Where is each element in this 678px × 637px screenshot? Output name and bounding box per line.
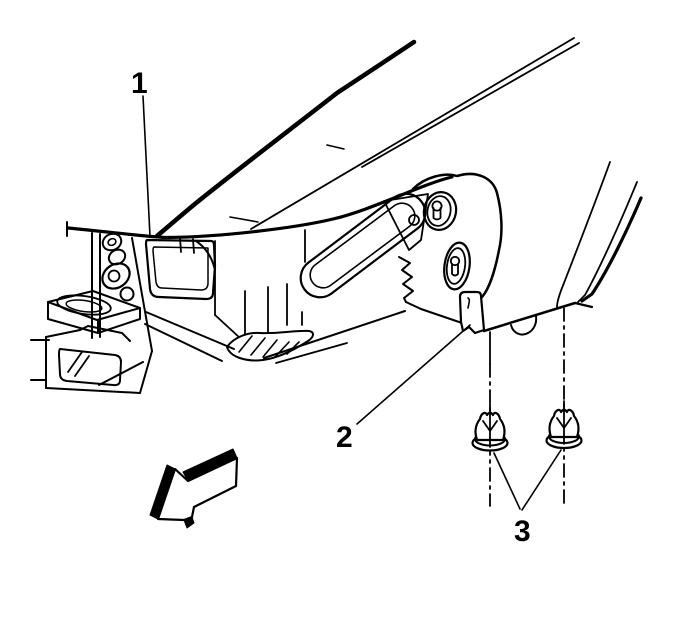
box-hatch-2 (74, 355, 90, 377)
support-opening-outer (144, 238, 217, 301)
bracket-outline (411, 172, 503, 299)
boss-2-inner (445, 247, 467, 285)
callout-2-leader (356, 324, 471, 425)
pillar-grommet-hole (107, 269, 121, 283)
box-face-right (139, 350, 153, 394)
arch-front-line (556, 161, 611, 308)
band-hole-arc (510, 315, 538, 336)
lower-band (482, 301, 577, 336)
band-edge-line (482, 301, 577, 333)
panel-facet (383, 193, 429, 251)
support-opening-inner (152, 246, 209, 291)
ramp-top-line (145, 311, 235, 350)
lower-rail-line-2 (275, 342, 348, 364)
callout-1: 1 (131, 67, 151, 237)
callout-1-leader (142, 95, 151, 237)
keyhole-1-slot (432, 207, 442, 221)
boss-1-inner (426, 195, 452, 227)
pocket-hatching (238, 335, 300, 358)
fender-corner-line (573, 301, 594, 309)
panel-hole (408, 214, 420, 226)
hood-edge-line (154, 39, 417, 239)
box-neck (47, 301, 141, 334)
fender-bottom-line (66, 175, 454, 240)
box-cutout (58, 348, 122, 387)
lower-rail-line (263, 310, 406, 359)
panel-bottom-edge (405, 301, 463, 324)
radiator-support (91, 192, 427, 386)
arch-mid-line (577, 181, 638, 303)
support-seam-1 (179, 237, 182, 253)
bolt-left (471, 403, 509, 452)
keyhole-1-circle (431, 200, 443, 212)
box-face-top (45, 325, 131, 342)
callout-3-label: 3 (514, 515, 531, 548)
tab-mark (467, 297, 471, 309)
support-corner-arc (195, 240, 216, 271)
callout-3-leader-left (493, 452, 521, 510)
keyhole-2-slot (451, 263, 459, 277)
fastener-centerlines (489, 307, 565, 507)
headlamp-panel (383, 193, 463, 324)
ramp-mid-line (144, 323, 223, 362)
hood-reflection-line-1 (229, 216, 259, 223)
tab-outline (458, 290, 486, 335)
arch-lip-line (580, 196, 643, 303)
hood-gap-upper-line (250, 37, 575, 230)
bolt-right (545, 400, 583, 450)
lamp-opening-inner (309, 202, 416, 289)
panel-jagged-edge (398, 256, 414, 303)
boss-1-outer (422, 191, 458, 231)
callout-2-label: 2 (336, 421, 353, 454)
retainer-tab (458, 290, 486, 335)
box-hatch-1 (67, 351, 83, 373)
pillar-grommet (101, 262, 131, 290)
front-direction-arrow-icon (149, 448, 239, 529)
wheel-arch (556, 161, 643, 309)
box-face-bottom (45, 387, 141, 394)
callout-3: 3 (493, 449, 562, 548)
support-seam-2 (192, 238, 195, 254)
hood-gap-lower-line (361, 42, 580, 168)
pillar-small-hole (119, 286, 135, 302)
box-tray-top (47, 290, 141, 321)
ribbed-pocket (226, 329, 314, 362)
pillar-right-line (131, 237, 153, 352)
lower-frame-box (30, 290, 153, 394)
callout-1-label: 1 (131, 67, 148, 100)
arrow-head-band (149, 464, 176, 520)
pillar-ring-hole (107, 237, 117, 247)
keyhole-2-circle (449, 255, 461, 267)
hood-reflection-line-2 (326, 144, 345, 150)
boss-2-outer (443, 241, 471, 291)
keyhole-bracket (411, 172, 503, 299)
tray-recess-outer (56, 294, 112, 316)
arrow-foot (183, 516, 195, 529)
arrow-top-band (182, 448, 238, 482)
callout-2: 2 (336, 324, 471, 454)
tray-recess-inner (65, 299, 103, 313)
support-fold-line (214, 314, 241, 339)
callout-3-leader-right (521, 449, 562, 511)
